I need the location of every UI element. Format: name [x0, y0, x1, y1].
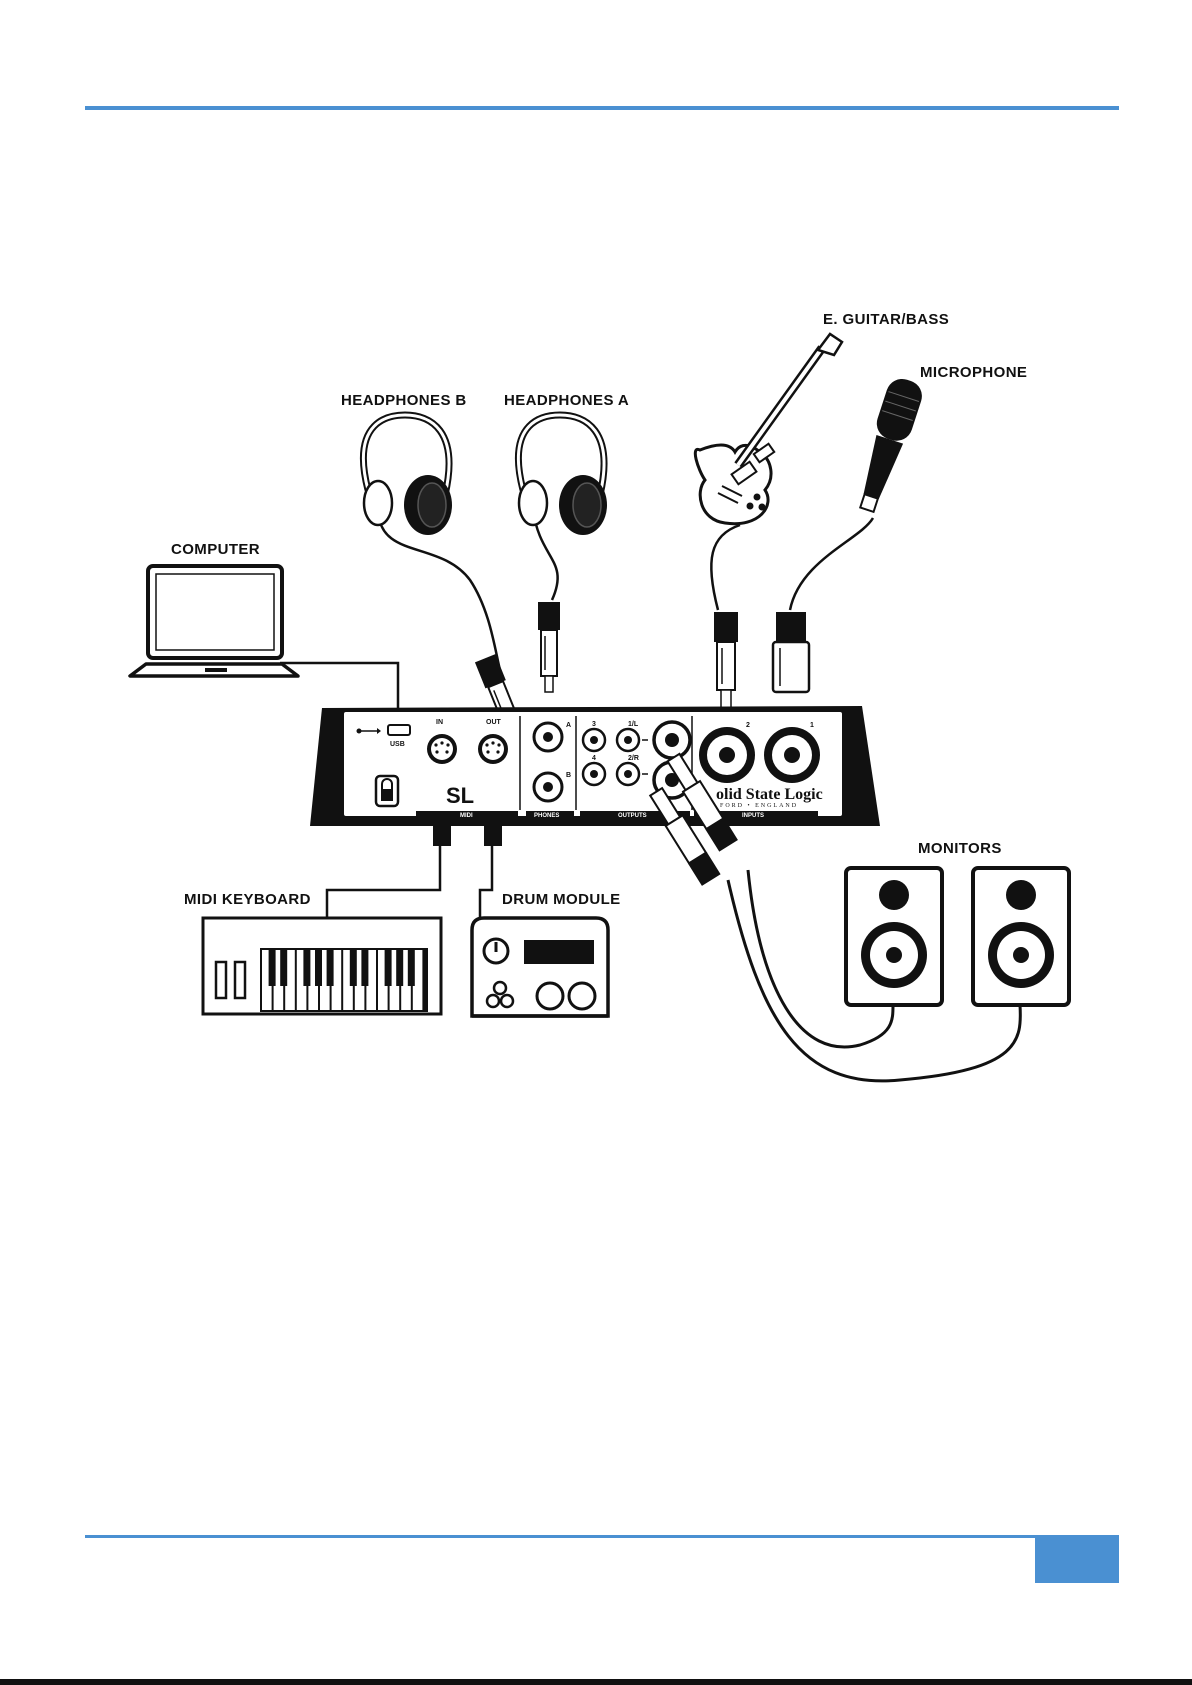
input-2-label: 2	[746, 722, 750, 729]
phones-a-label: A	[566, 722, 571, 729]
headphones-b-icon	[363, 415, 452, 535]
laptop-icon	[130, 566, 298, 676]
phones-a-port	[534, 723, 562, 751]
microphone-xlr-plug	[773, 612, 809, 692]
label-midi-keyboard: MIDI KEYBOARD	[184, 891, 311, 908]
piano-black-key	[361, 950, 368, 986]
footer-rule	[85, 1535, 1035, 1538]
combo-input-2	[699, 727, 755, 783]
label-headphones-b: HEADPHONES B	[341, 392, 467, 409]
input-1-label: 1	[810, 722, 814, 729]
rca-output-1l	[617, 729, 639, 751]
label-monitors: MONITORS	[918, 840, 1002, 857]
drum-module-cable	[480, 840, 492, 918]
strip-outputs: OUTPUTS	[618, 813, 647, 819]
jack-output-1l	[654, 722, 690, 758]
headphones-a-plug	[538, 602, 560, 692]
piano-black-key	[269, 950, 276, 986]
label-computer: COMPUTER	[171, 541, 260, 558]
strip-phones: PHONES	[534, 813, 559, 819]
label-headphones-a: HEADPHONES A	[504, 392, 629, 409]
guitar-icon	[695, 334, 842, 524]
rca-output-3	[583, 729, 605, 751]
monitor-left-icon	[846, 868, 942, 1005]
midi-out-port	[478, 734, 508, 764]
output-2r-label: 2/R	[628, 755, 639, 762]
microphone-icon	[850, 375, 926, 515]
ssl-mark: SL	[446, 783, 474, 808]
output-3-label: 3	[592, 721, 596, 728]
piano-black-key	[396, 950, 403, 986]
page-edge	[0, 1679, 1192, 1685]
midi-in-port	[427, 734, 457, 764]
brand-logo-sub: FORD • ENGLAND	[720, 803, 798, 809]
label-e-guitar-bass: E. GUITAR/BASS	[823, 311, 949, 328]
strip-midi: MIDI	[460, 813, 473, 819]
piano-black-key	[327, 950, 334, 986]
piano-black-key	[303, 950, 310, 986]
headphones-a-icon	[518, 415, 607, 535]
kensington-lock-icon	[376, 776, 398, 806]
phones-b-label: B	[566, 772, 571, 779]
piano-black-key	[280, 950, 287, 986]
monitor-right-icon	[973, 868, 1069, 1005]
guitar-cable	[711, 525, 740, 610]
usb-label: USB	[390, 741, 405, 748]
label-drum-module: DRUM MODULE	[502, 891, 621, 908]
guitar-plug	[714, 612, 738, 720]
midi-keyboard-icon	[203, 918, 441, 1014]
piano-black-key	[408, 950, 415, 986]
microphone-cable	[790, 518, 873, 610]
midi-keyboard-cable	[327, 840, 440, 918]
usb-port	[388, 725, 410, 735]
drum-module-icon	[472, 918, 608, 1016]
label-microphone: MICROPHONE	[920, 364, 1027, 381]
output-4-label: 4	[592, 755, 596, 762]
audio-interface: USB IN OUT SL	[310, 706, 880, 826]
combo-input-1	[764, 727, 820, 783]
midi-in-label: IN	[436, 719, 443, 726]
strip-inputs: INPUTS	[742, 813, 764, 819]
rca-output-2r	[617, 763, 639, 785]
rca-output-4	[583, 763, 605, 785]
output-1l-label: 1/L	[628, 721, 639, 728]
headphones-b-cable	[378, 510, 500, 670]
page-number-tab	[1035, 1535, 1119, 1583]
midi-out-label: OUT	[486, 719, 502, 726]
piano-black-key	[315, 950, 322, 986]
phones-b-port	[534, 773, 562, 801]
brand-logo: olid State Logic	[716, 786, 823, 803]
piano-black-key	[350, 950, 357, 986]
piano-black-key	[385, 950, 392, 986]
